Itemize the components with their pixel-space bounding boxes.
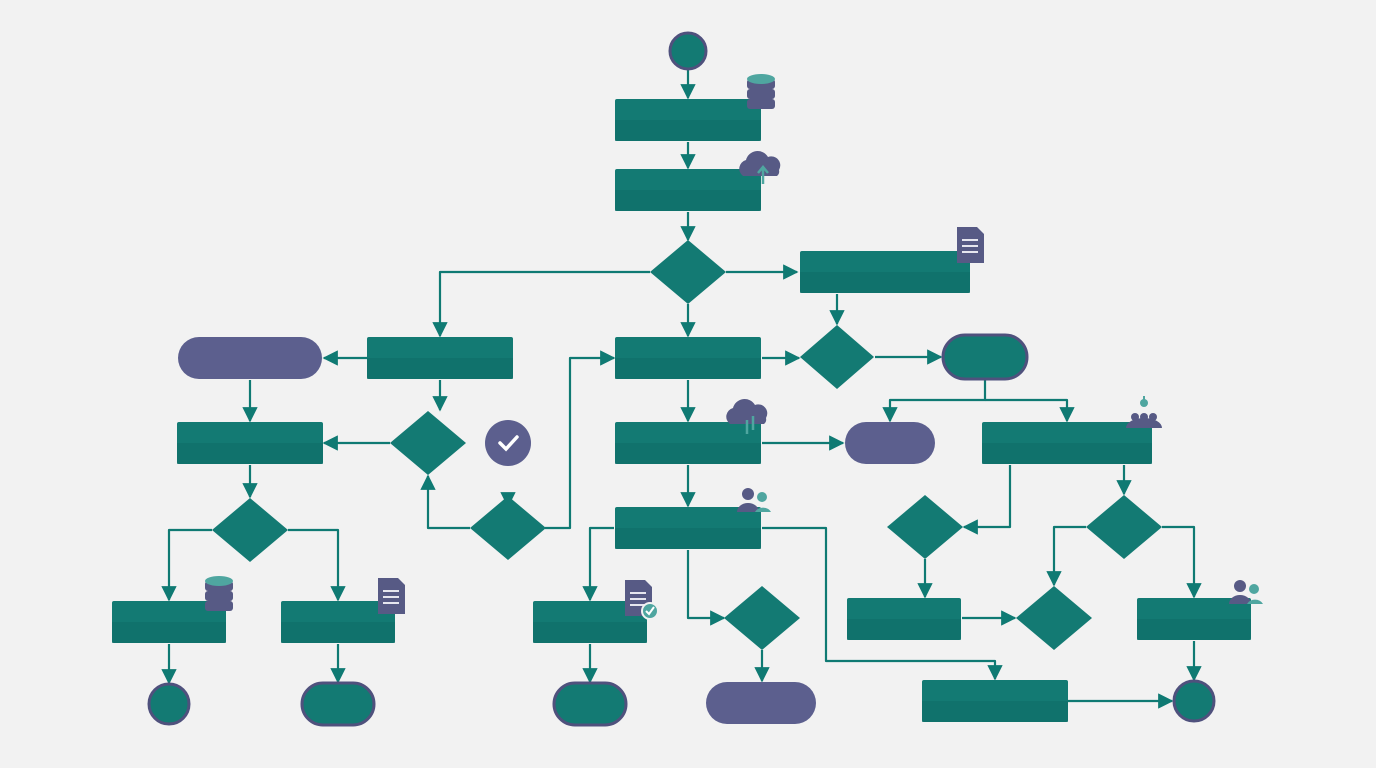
connector-arrow xyxy=(420,474,470,530)
connector-arrow xyxy=(288,528,346,602)
cloud-sync-icon xyxy=(726,399,768,434)
decision-node[interactable] xyxy=(1086,495,1162,559)
process-node[interactable] xyxy=(367,337,513,379)
circle-end-node[interactable] xyxy=(1172,679,1216,723)
connector-arrow xyxy=(1046,525,1086,587)
decision-node[interactable] xyxy=(724,586,800,650)
terminal-teal-node[interactable] xyxy=(552,681,628,727)
terminal-teal-node[interactable] xyxy=(941,333,1029,381)
process-node[interactable] xyxy=(1137,598,1251,640)
terminal-purple-node[interactable] xyxy=(178,337,322,379)
database-icon xyxy=(747,74,775,109)
document-check-icon xyxy=(625,580,659,620)
connector-arrow xyxy=(962,465,1012,535)
decision-node[interactable] xyxy=(1016,586,1092,650)
connector-arrow xyxy=(1162,525,1202,599)
document-icon xyxy=(957,227,984,263)
connector-arrow xyxy=(545,350,616,530)
decision-node[interactable] xyxy=(470,496,546,560)
database-icon xyxy=(205,576,233,611)
process-node[interactable] xyxy=(281,601,395,643)
terminal-purple-node[interactable] xyxy=(845,422,935,464)
users-icon xyxy=(737,488,771,512)
users-icon xyxy=(1229,580,1263,604)
connector-arrow xyxy=(985,398,1075,423)
decision-node[interactable] xyxy=(390,411,466,475)
team-icon xyxy=(1126,396,1162,428)
document-icon xyxy=(378,578,405,614)
process-node[interactable] xyxy=(922,680,1068,722)
process-node[interactable] xyxy=(615,169,761,211)
node-layer xyxy=(112,31,1251,727)
process-node[interactable] xyxy=(615,99,761,141)
circle-start-node[interactable] xyxy=(668,31,708,71)
connector-layer xyxy=(161,70,1202,709)
decision-node[interactable] xyxy=(212,498,288,562)
process-node[interactable] xyxy=(615,337,761,379)
connector-arrow xyxy=(432,270,650,338)
process-node[interactable] xyxy=(982,422,1152,464)
process-node[interactable] xyxy=(177,422,323,464)
icon-layer xyxy=(205,74,1263,620)
terminal-purple-node[interactable] xyxy=(706,682,816,724)
process-node[interactable] xyxy=(615,507,761,549)
connector-arrow xyxy=(161,528,212,602)
process-node[interactable] xyxy=(800,251,970,293)
circle-end-node[interactable] xyxy=(147,682,191,726)
cloud-upload-icon xyxy=(739,151,781,184)
connector-arrow xyxy=(882,379,987,423)
decision-node[interactable] xyxy=(800,325,874,389)
decision-node[interactable] xyxy=(887,495,963,559)
connector-arrow xyxy=(582,526,614,602)
connector-arrow xyxy=(686,550,726,626)
badge-node[interactable] xyxy=(485,420,531,466)
decision-node[interactable] xyxy=(650,240,726,304)
process-node[interactable] xyxy=(847,598,961,640)
process-node[interactable] xyxy=(615,422,761,464)
terminal-teal-node[interactable] xyxy=(300,681,376,727)
connector-arrow xyxy=(762,526,1003,681)
process-node[interactable] xyxy=(533,601,647,643)
check-icon xyxy=(498,435,519,452)
process-node[interactable] xyxy=(112,601,226,643)
